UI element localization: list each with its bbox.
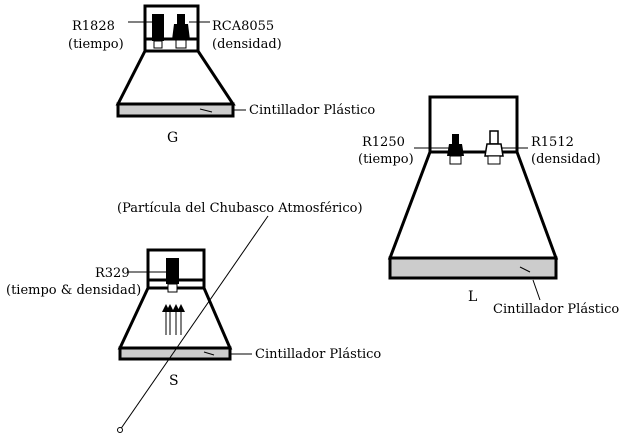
detector-l-letter: L [468,289,477,305]
detector-l-pmt-left-role: (tiempo) [358,152,414,167]
particle-label: (Partícula del Chubasco Atmosférico) [117,201,363,216]
detector-l-pmt-left [452,134,459,144]
detector-s-pmt-code: R329 [95,266,130,281]
light-photon-arrows [162,304,185,335]
detector-s-pmt-role: (tiempo & densidad) [6,283,141,298]
detector-g-pmt-right [177,14,185,24]
detector-s-scintillator-label: Cintillador Plástico [255,347,381,362]
detector-l-scintillator-label: Cintillador Plástico [493,302,619,317]
detector-g: R1828 (tiempo) RCA8055 (densidad) Cintil… [68,4,375,146]
detector-g-scintillator [116,102,235,118]
detector-l-scintillator [388,256,558,280]
detector-g-letter: G [167,130,178,146]
detector-g-pmt-left-role: (tiempo) [68,37,124,52]
detector-l-leader-scint [532,279,541,301]
detector-s: R329 (tiempo & densidad) Cintillador Plá… [6,248,381,389]
detector-g-pmt-right-role: (densidad) [212,37,282,52]
detector-g-scintillator-label: Cintillador Plástico [249,103,375,118]
detector-l: R1250 (tiempo) R1512 (densidad) L Cintil… [358,95,619,317]
detector-s-pmt [166,258,179,284]
particle-track-end [117,427,123,433]
detector-l-pmt-right [489,130,499,145]
detector-l-pmt-right-code: R1512 [531,135,574,150]
detector-g-cone [115,49,236,106]
detector-g-pmt-right-code: RCA8055 [212,19,274,34]
particle-track-line [119,215,269,431]
detector-l-cone [387,150,559,260]
detector-l-pmt-right-role: (densidad) [531,152,601,167]
detector-g-pmt-left [152,14,164,41]
detector-l-pmt-left-code: R1250 [362,135,405,150]
particle-track: (Partícula del Chubasco Atmosférico) [117,201,363,433]
detector-l-pmt-housing [428,95,519,154]
detector-g-pmt-left-code: R1828 [72,19,115,34]
detector-s-letter: S [169,373,179,389]
